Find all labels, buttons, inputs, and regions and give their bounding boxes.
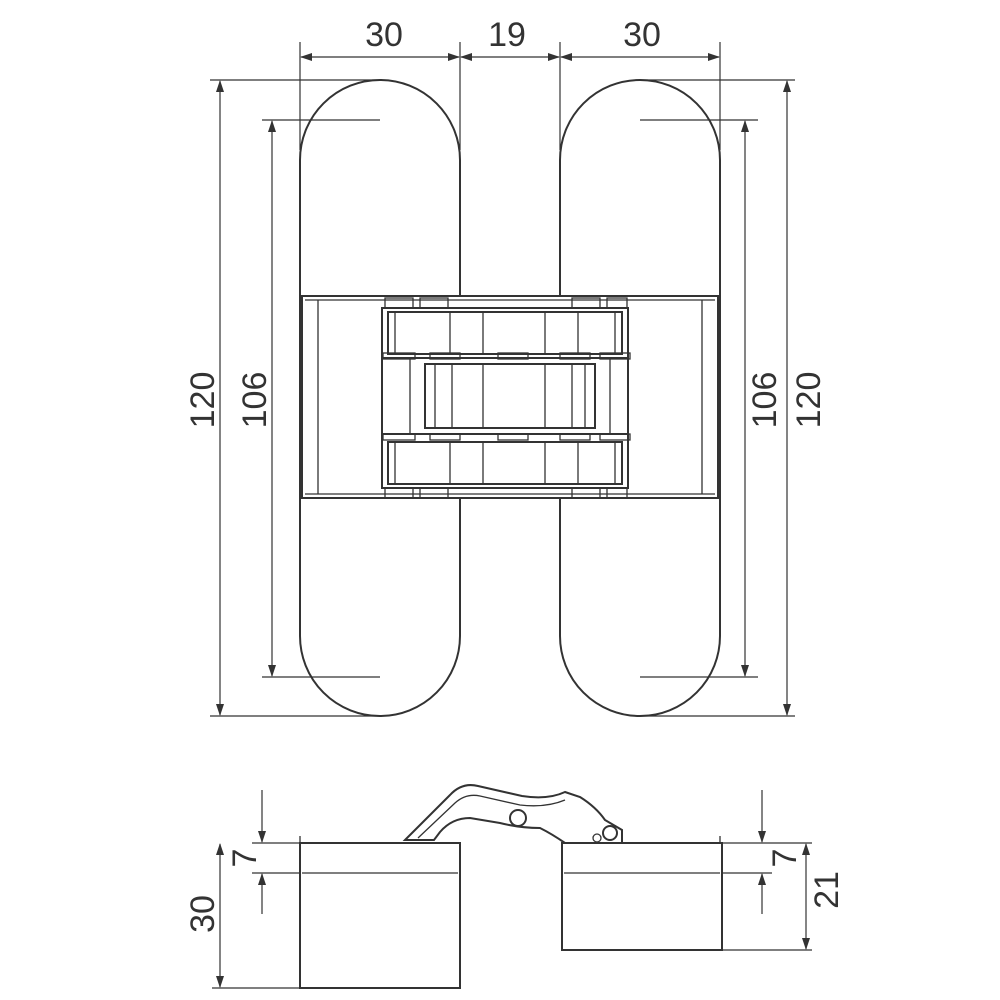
pivot-circle-right [602, 825, 618, 841]
front-view: 30 19 30 120 106 106 120 [184, 16, 828, 717]
side-left-body [299, 842, 461, 989]
side-right-body [561, 842, 723, 951]
dim-width-right: 30 [623, 16, 661, 54]
hinge-mechanism [301, 295, 719, 499]
dim-offset-left: 7 [226, 849, 264, 868]
dim-height-screws-right: 106 [746, 372, 784, 429]
dim-width-left: 30 [365, 16, 403, 54]
side-left-dimensions: 7 30 [184, 790, 300, 989]
dim-depth-total: 30 [184, 895, 222, 933]
dim-depth-right: 21 [808, 871, 846, 909]
left-height-dimensions: 120 106 [184, 79, 382, 717]
dim-width-gap: 19 [488, 16, 526, 54]
dim-height-screws-left: 106 [236, 372, 274, 429]
pivot-circle-middle [509, 809, 527, 827]
side-right-dimensions: 7 21 [722, 790, 846, 951]
dim-height-total-left: 120 [184, 372, 222, 429]
side-view: 7 30 7 21 [184, 784, 846, 989]
width-dimensions: 30 19 30 [299, 16, 721, 150]
dim-offset-right: 7 [766, 849, 804, 868]
right-height-dimensions: 106 120 [640, 79, 828, 717]
dim-height-total-right: 120 [790, 372, 828, 429]
